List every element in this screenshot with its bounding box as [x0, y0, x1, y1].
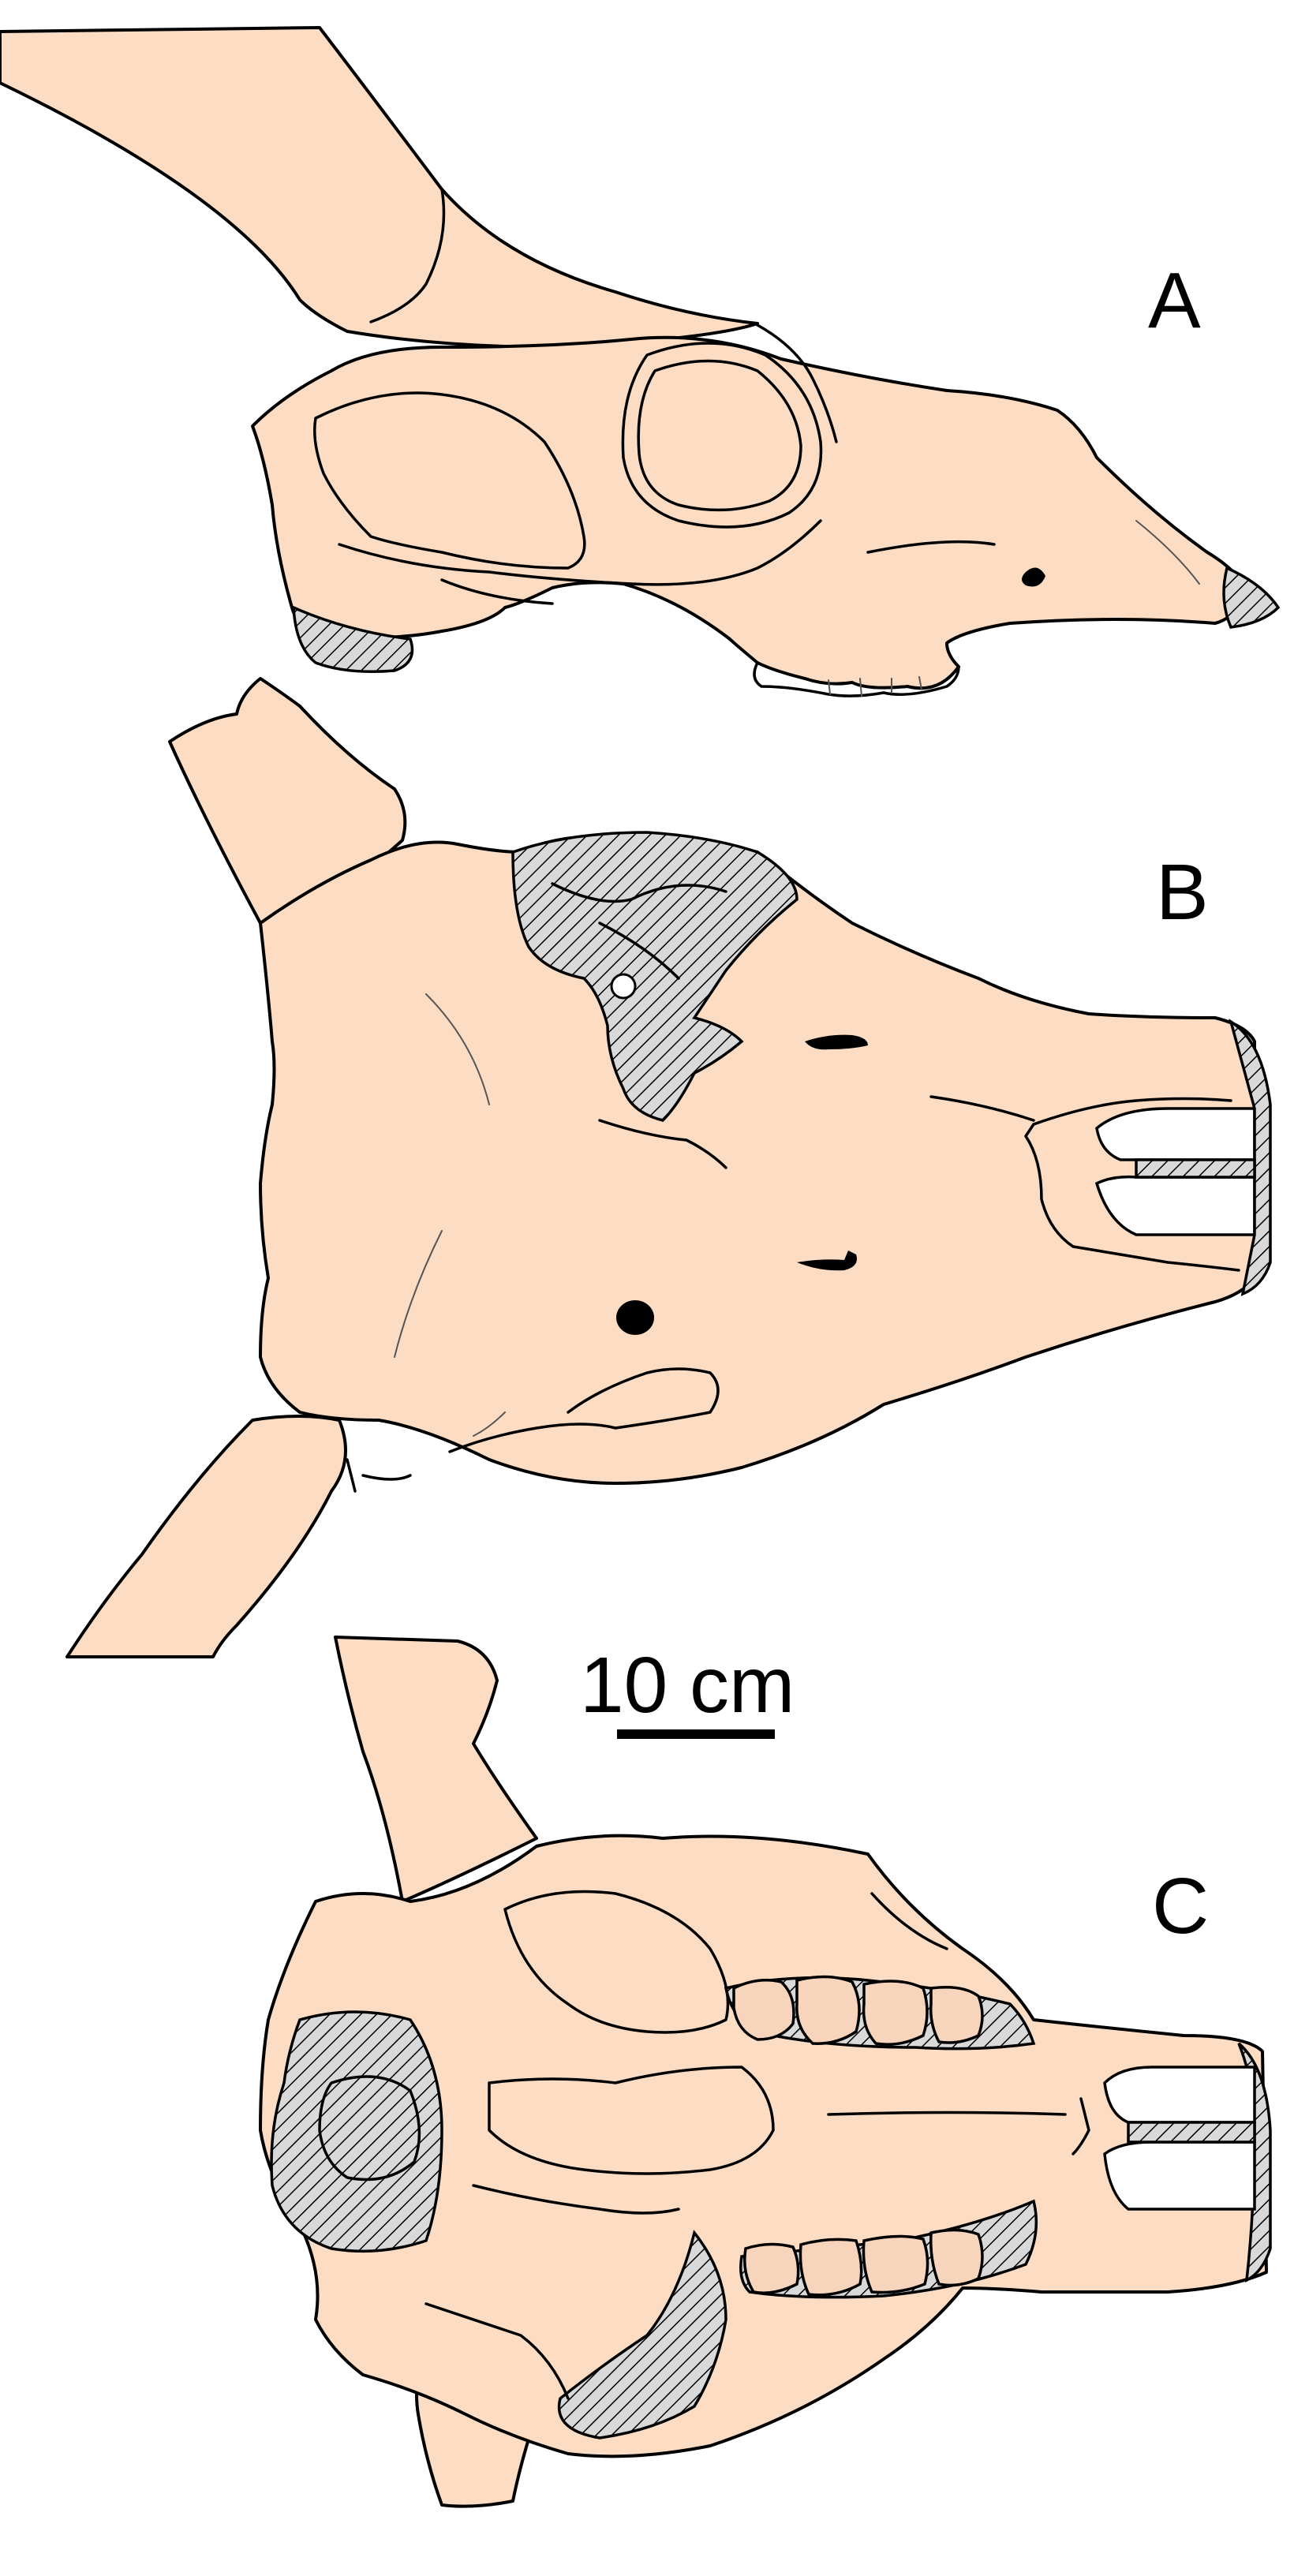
hatched-premaxilla-a — [1222, 566, 1281, 629]
ossicone-base-line-a — [369, 188, 446, 323]
lower-premolar-1-c — [743, 2242, 800, 2294]
occipital-condyle-c — [318, 2075, 421, 2182]
panel-b-dorsal-skull — [65, 677, 1272, 1658]
basicranium-line-c — [472, 2184, 680, 2215]
lower-molar-2-c — [929, 2228, 984, 2287]
incisive-gap-lower-b — [1094, 1175, 1256, 1236]
supraorbital-foramen-upper-b — [805, 1034, 868, 1050]
upper-premolar-1-c — [732, 1979, 795, 2041]
damage-cracks-b — [551, 882, 727, 980]
ossicone-a — [0, 26, 759, 349]
nasal-suture-b — [929, 1095, 1035, 1122]
basioccipital-outline-c — [488, 2066, 775, 2175]
ossicone-base-b — [346, 1458, 412, 1493]
scale-bar-line — [617, 1729, 775, 1739]
zygomatic-line-a — [338, 519, 822, 586]
lower-premolar-2-c — [798, 2238, 863, 2297]
panel-c-ventral-skull — [259, 1636, 1272, 2508]
arch-lower-line-a — [440, 578, 554, 605]
upper-tooth-row-c — [732, 1975, 984, 2046]
infraorbital-foramen-a — [1022, 567, 1045, 587]
parietal-foramen-b — [616, 1300, 654, 1335]
panel-label-c: C — [1152, 1862, 1209, 1950]
scale-bar-label: 10 cm — [580, 1641, 795, 1729]
incisive-gap-lower-c — [1103, 2140, 1256, 2211]
upper-molar-1-c — [862, 1980, 929, 2046]
incisive-gap-upper-c — [1103, 2066, 1256, 2124]
orbit-rim-b — [448, 1367, 720, 1453]
ossicone-lower-b — [65, 1415, 347, 1658]
hatched-damage-upper-b — [511, 831, 798, 1122]
ossicone-upper-b — [168, 677, 407, 927]
brow-line-a — [756, 323, 838, 443]
ossicone-base-c — [424, 2302, 570, 2400]
foramen-white-b — [610, 973, 637, 1000]
nasal-line-a — [1135, 520, 1200, 585]
orbit-inner-a — [637, 359, 802, 512]
hatched-septum-c — [1127, 2121, 1256, 2144]
hatched-lower-region-c — [557, 2230, 727, 2440]
thin-lines-b — [394, 993, 506, 1437]
lower-molar-1-c — [862, 2234, 929, 2294]
panel-label-a: A — [1148, 256, 1201, 345]
panel-a-lateral-skull — [0, 26, 1281, 697]
supraorbital-foramen-lower-b — [797, 1251, 857, 1271]
hatched-premaxilla-b — [1229, 1019, 1272, 1296]
ossicone-upper-c — [334, 1636, 538, 1903]
upper-molar-2-c — [929, 1986, 984, 2044]
facial-crest-a — [866, 540, 996, 554]
skull-lateral-a — [251, 335, 1248, 690]
muzzle-outline-b — [1024, 1097, 1240, 1272]
temporal-fossa-a — [313, 391, 586, 570]
palatine-suture-c — [827, 2111, 1067, 2116]
maxilla-line-c — [870, 1892, 948, 1950]
pterygoid-outline-c — [503, 1890, 730, 2034]
hatched-basicranium-c — [270, 2010, 443, 2253]
lower-tooth-row-c — [743, 2228, 984, 2297]
panel-label-b: B — [1156, 848, 1209, 937]
scale-bar: 10 cm — [580, 1641, 795, 1739]
hatched-occipital-a — [292, 605, 414, 673]
tooth-row-a — [753, 661, 960, 697]
tooth-cusps-a — [828, 676, 922, 697]
incisive-suture-c — [1072, 2097, 1090, 2155]
suture-crack-1-b — [598, 1119, 727, 1169]
upper-premolar-2-c — [795, 1975, 861, 2045]
hatched-septum-b — [1135, 1158, 1256, 1179]
orbit-outer-a — [621, 342, 823, 529]
incisive-gap-upper-b — [1095, 1107, 1256, 1161]
